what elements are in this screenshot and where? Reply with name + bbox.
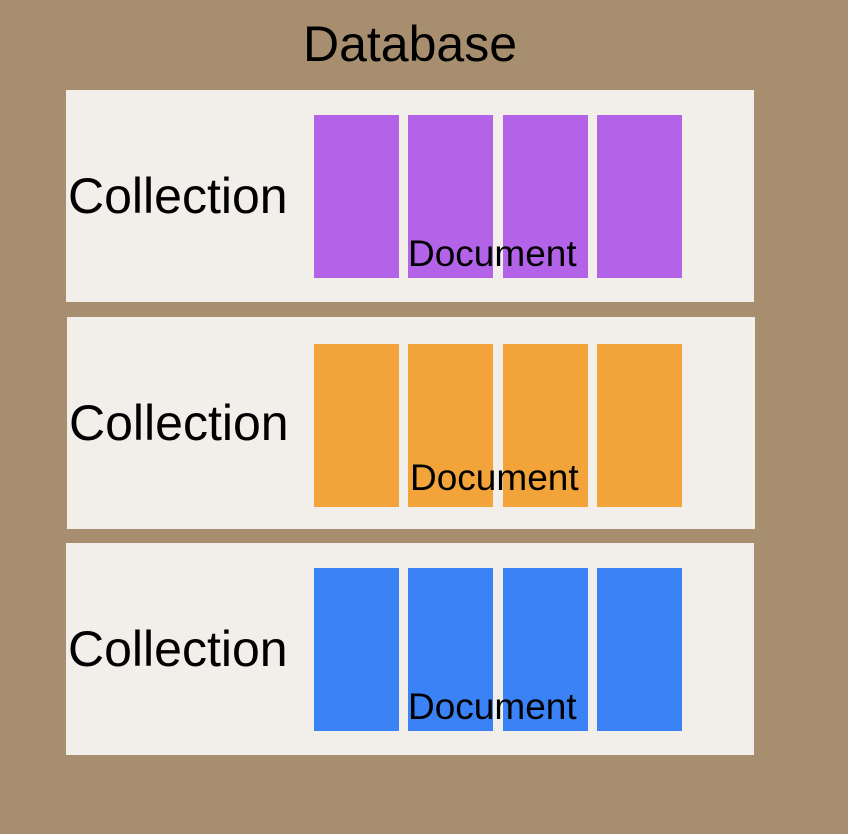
- document-block: [597, 568, 682, 731]
- document-block: [503, 344, 588, 507]
- document-block: [503, 115, 588, 278]
- collection-box: Collection Document: [66, 90, 754, 302]
- document-block: [408, 344, 493, 507]
- document-block: [503, 568, 588, 731]
- document-label: Document: [408, 686, 577, 727]
- document-block: [314, 568, 399, 731]
- collection-label: Collection: [69, 395, 289, 451]
- database-title: Database: [302, 16, 518, 72]
- document-label: Document: [408, 233, 577, 274]
- collection-label: Collection: [68, 621, 288, 677]
- document-block: [408, 115, 493, 278]
- document-block: [597, 115, 682, 278]
- document-label: Document: [410, 457, 579, 498]
- collection-box: Collection Document: [67, 317, 755, 529]
- document-block: [408, 568, 493, 731]
- document-block: [597, 344, 682, 507]
- document-block: [314, 115, 399, 278]
- collection-label: Collection: [68, 168, 288, 224]
- collection-box: Collection Document: [66, 543, 754, 755]
- document-block: [314, 344, 399, 507]
